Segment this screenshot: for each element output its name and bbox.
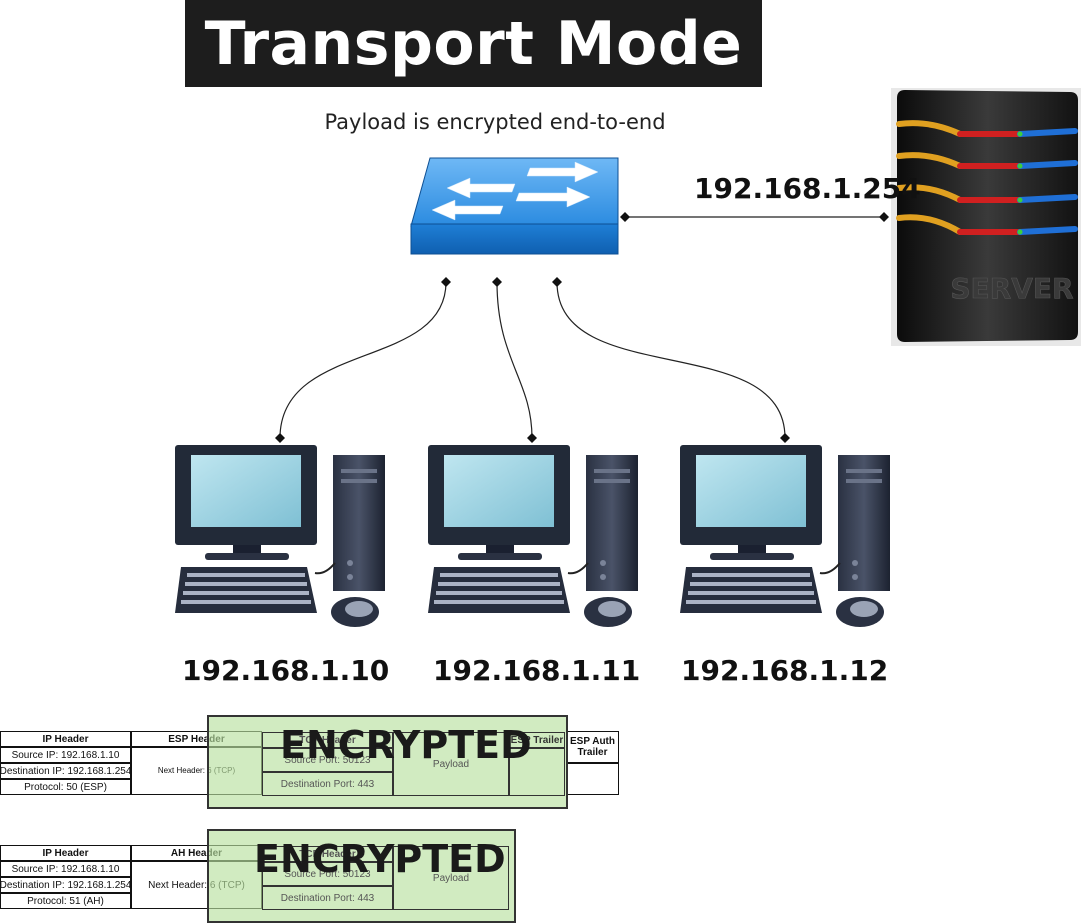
esp-tcp-header-title: TCP Header: [262, 732, 393, 748]
client-ip-label-1: 192.168.1.10: [182, 654, 390, 687]
ah-payload: Payload: [393, 846, 509, 910]
network-switch-icon: [410, 157, 619, 255]
client-ip-label-3: 192.168.1.12: [681, 654, 889, 687]
server-icon: SERVER: [891, 88, 1081, 346]
esp-encrypted-region: TCP Header Source Port: 50123 Destinatio…: [207, 715, 568, 809]
ah-ip-header-title: IP Header: [0, 845, 131, 861]
esp-auth-trailer: ESP Auth Trailer: [566, 731, 619, 763]
esp-encrypted-label: ENCRYPTED: [280, 723, 532, 767]
desktop-computer-icon: [680, 445, 890, 627]
switch-client2-link: [496, 281, 533, 439]
esp-destination-ip: Destination IP: 192.168.1.254: [0, 763, 131, 779]
esp-payload: Payload: [393, 732, 509, 796]
ah-source-port: Source Port: 50123: [262, 862, 393, 886]
ah-encrypted-region: TCP Header Source Port: 50123 Destinatio…: [207, 829, 516, 923]
ah-protocol: Protocol: 51 (AH): [0, 893, 131, 909]
page-title: Transport Mode: [185, 0, 762, 87]
desktop-computer-icon: [428, 445, 638, 627]
connection-endpoints: [275, 212, 889, 443]
client-ip-label-2: 192.168.1.11: [433, 654, 641, 687]
server-case-label: SERVER: [950, 272, 1073, 305]
esp-ip-header-title: IP Header: [0, 731, 131, 747]
desktop-computer-icon: [175, 445, 385, 627]
ah-destination-ip: Destination IP: 192.168.1.254: [0, 877, 131, 893]
ah-destination-port: Destination Port: 443: [262, 886, 393, 910]
server-ip-label: 192.168.1.254: [694, 172, 921, 205]
ah-source-ip: Source IP: 192.168.1.10: [0, 861, 131, 877]
esp-trailer-title: ESP Trailer: [509, 732, 565, 748]
connection-lines: [279, 216, 884, 439]
subtitle: Payload is encrypted end-to-end: [324, 110, 666, 134]
esp-source-port: Source Port: 50123: [262, 748, 393, 772]
esp-destination-port: Destination Port: 443: [262, 772, 393, 796]
esp-source-ip: Source IP: 192.168.1.10: [0, 747, 131, 763]
esp-auth-trailer-body: [566, 763, 619, 795]
switch-client3-link: [556, 281, 786, 439]
esp-protocol: Protocol: 50 (ESP): [0, 779, 131, 795]
ah-tcp-header-title: TCP Header: [262, 846, 393, 862]
switch-client1-link: [279, 281, 447, 439]
esp-trailer-body: [509, 748, 565, 796]
ah-encrypted-label: ENCRYPTED: [254, 837, 506, 881]
